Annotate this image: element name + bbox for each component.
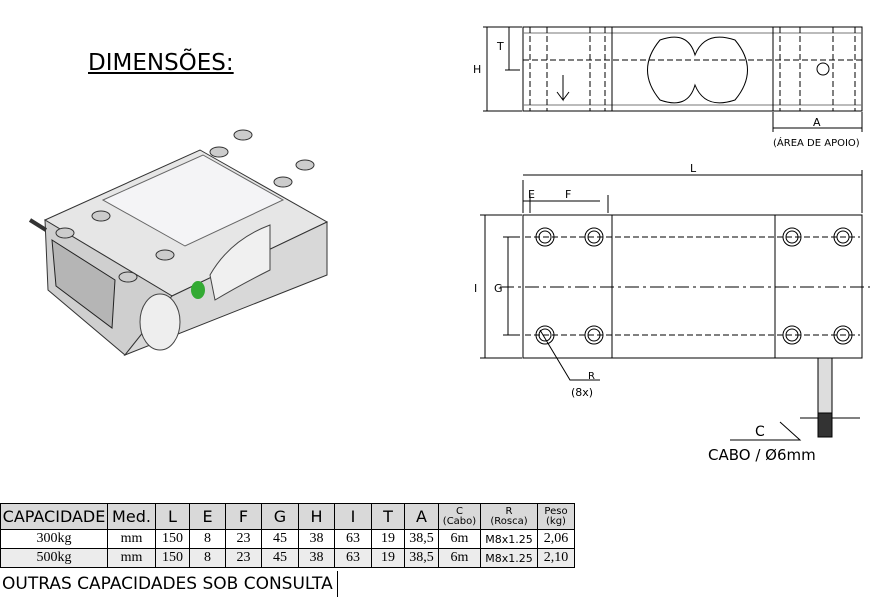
cell: M8x1.25 [480,529,538,549]
cell: 38,5 [404,529,439,549]
col-capacidade: CAPACIDADE [0,503,108,530]
load-cell-3d-image [28,129,329,357]
cell: 150 [155,548,190,568]
col-h: H [298,503,335,530]
col-e: E [189,503,226,530]
cell: 2,10 [537,548,575,568]
cell: 6m [438,548,481,568]
cell: 2,06 [537,529,575,549]
col-med: Med. [107,503,156,530]
cell: 8 [189,529,226,549]
cell: 63 [334,529,372,549]
cell: 23 [225,548,262,568]
cell: 38 [298,529,335,549]
cell: mm [107,548,156,568]
cell: 500kg [0,548,108,568]
cell: 45 [261,529,299,549]
dim-r-count: (8x) [571,386,593,399]
table-header: CAPACIDADE Med. L E F G H I T A C(Cabo) … [0,503,575,530]
dim-g-label: G [494,282,503,295]
dim-t-label: T [496,40,504,53]
col-i: I [334,503,372,530]
side-view-outline [522,26,863,112]
cell: 300kg [0,529,108,549]
table-row: 500kg mm 150 8 23 45 38 63 19 38,5 6m M8… [0,548,575,568]
col-r: R(Rosca) [480,503,538,530]
cell: 45 [261,548,299,568]
dim-h-label: H [473,63,481,76]
cell: 23 [225,529,262,549]
cell: mm [107,529,156,549]
cell: 19 [371,529,405,549]
col-peso: Peso(kg) [537,503,575,530]
cell: 63 [334,548,372,568]
col-a: A [404,503,439,530]
page-title: DIMENSÕES: [88,50,234,76]
technical-drawing: H T A (ÁREA DE APOIO) L E F I G R (8x) C… [473,26,870,464]
cable-label: CABO / Ø6mm [708,446,816,464]
cell: 6m [438,529,481,549]
dim-c-label: C [755,424,765,440]
col-c: C(Cabo) [438,503,481,530]
dim-a-label: A [813,116,821,129]
dim-i-label: I [474,282,477,295]
cell: M8x1.25 [480,548,538,568]
col-l: L [155,503,190,530]
dim-r-label: R [588,371,595,382]
col-g: G [261,503,299,530]
cell: 8 [189,548,226,568]
table-row: 300kg mm 150 8 23 45 38 63 19 38,5 6m M8… [0,529,575,549]
dim-e-label: E [528,188,535,201]
col-f: F [225,503,262,530]
cell: 150 [155,529,190,549]
dim-f-label: F [565,188,571,201]
dim-area-label: (ÁREA DE APOIO) [773,136,860,149]
specs-table: CAPACIDADE Med. L E F G H I T A C(Cabo) … [0,503,575,568]
dim-l-label: L [690,162,697,175]
cell: 38 [298,548,335,568]
footer-note: OUTRAS CAPACIDADES SOB CONSULTA [2,571,338,597]
col-t: T [371,503,405,530]
cell: 19 [371,548,405,568]
cell: 38,5 [404,548,439,568]
